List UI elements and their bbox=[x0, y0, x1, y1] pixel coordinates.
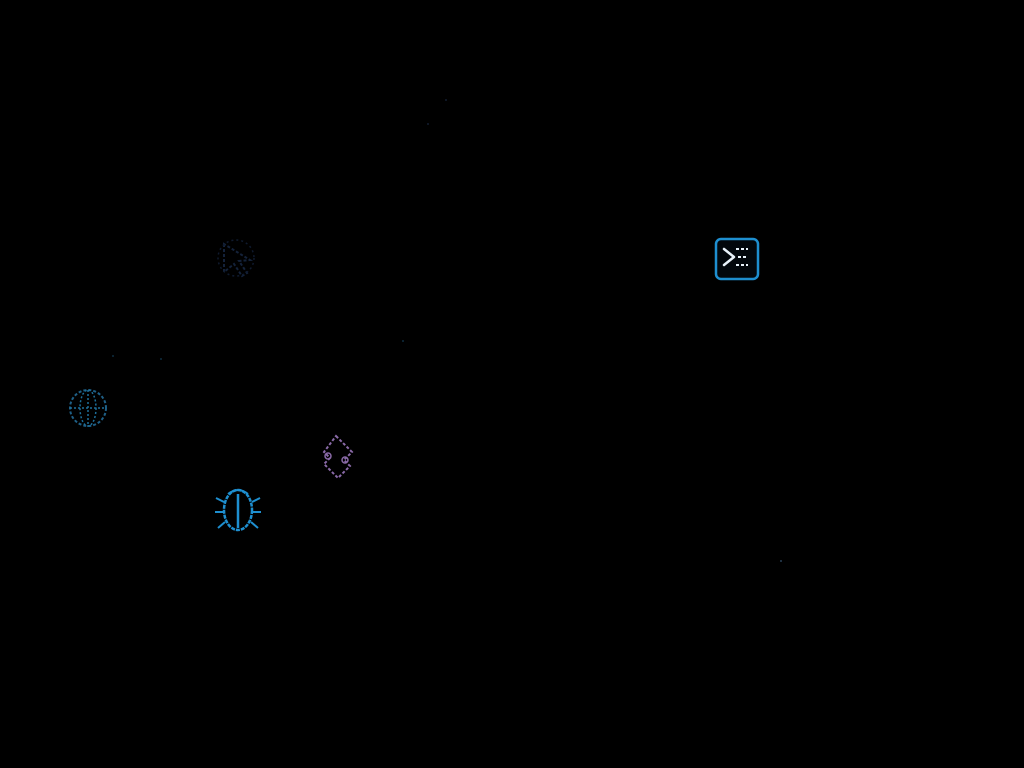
terminal-icon[interactable] bbox=[714, 237, 760, 281]
puzzle-icon[interactable] bbox=[314, 432, 362, 486]
noise-dot bbox=[402, 340, 404, 342]
noise-dot bbox=[160, 358, 162, 360]
noise-dot bbox=[780, 560, 782, 562]
globe-icon[interactable] bbox=[64, 384, 112, 432]
dark-cursor-icon[interactable] bbox=[214, 236, 260, 282]
bug-icon[interactable] bbox=[212, 482, 264, 536]
noise-dot bbox=[112, 355, 114, 357]
noise-dot bbox=[445, 99, 447, 101]
noise-dot bbox=[427, 123, 429, 125]
